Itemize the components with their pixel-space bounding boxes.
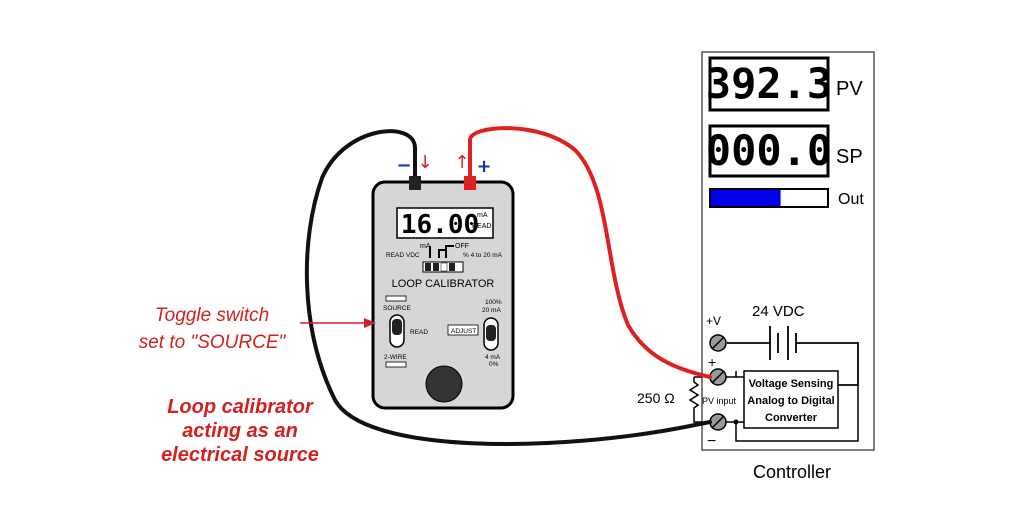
range-top-ma-label: 20 mA	[482, 307, 501, 314]
read-label: READ	[410, 329, 428, 336]
calibrator-mode: READ	[472, 223, 491, 230]
range-top-label: 100%	[485, 299, 502, 306]
plus-v-label: +V	[706, 314, 721, 328]
range-bottom-label: 0%	[489, 361, 499, 368]
source-annotation-line-2: acting as an	[182, 420, 298, 442]
minus-label: −	[707, 433, 716, 450]
adc-line-2: Analog to Digital	[747, 395, 834, 407]
toggle-annotation-line-2: set to "SOURCE"	[139, 332, 287, 353]
resistor-label: 250 Ω	[637, 390, 675, 406]
pv-display	[708, 56, 830, 112]
source-annotation-line-1: Loop calibrator	[167, 396, 314, 418]
pv-label: PV	[836, 78, 863, 100]
controller-caption: Controller	[753, 462, 831, 482]
current-up-arrow: ↑	[454, 152, 469, 173]
sp-label: SP	[836, 146, 863, 168]
source-label: SOURCE	[383, 305, 411, 312]
calibrator-unit: mA	[477, 212, 488, 219]
sp-display	[708, 124, 830, 178]
adjust-box	[447, 324, 479, 336]
two-wire-indicator	[385, 361, 407, 368]
supply-label: 24 VDC	[752, 303, 805, 320]
toggle-annotation-line-1: Toggle switch	[155, 305, 269, 326]
calibrator-display	[396, 207, 494, 239]
source-annotation-line-3: electrical source	[161, 444, 319, 466]
adjust-knob[interactable]	[425, 365, 463, 403]
adjust-switch[interactable]	[483, 317, 499, 351]
range-bottom-ma-label: 4 mA	[485, 354, 501, 361]
plus-label: +	[708, 354, 716, 370]
supply-wiring	[727, 326, 859, 386]
annotation-arrow	[300, 318, 376, 328]
negative-sign: −	[396, 155, 411, 176]
current-down-arrow: ↓	[417, 152, 432, 173]
adjust-label: ADJUST	[451, 328, 476, 335]
positive-terminal	[464, 176, 476, 190]
calibrator-title: LOOP CALIBRATOR	[392, 278, 495, 290]
mode-selector-switch[interactable]	[422, 261, 464, 273]
junction-dot	[733, 419, 739, 425]
mode-off-label: OFF	[455, 243, 469, 250]
terminal-minus	[709, 413, 727, 431]
black-wire	[304, 129, 712, 446]
source-read-toggle[interactable]	[389, 314, 405, 348]
positive-sign: +	[476, 156, 491, 177]
pv-value: 392.3	[706, 59, 832, 108]
terminal-plus	[709, 368, 727, 386]
mode-ma-label: mA	[420, 243, 431, 250]
adc-box	[743, 370, 839, 429]
adc-line-3: Converter	[765, 412, 818, 424]
pv-input-label: PV input	[702, 396, 737, 406]
sp-value: 000.0	[706, 126, 832, 175]
red-wire	[468, 126, 712, 379]
adc-line-1: Voltage Sensing	[749, 378, 834, 390]
source-indicator	[385, 295, 407, 302]
resistor-symbol	[688, 376, 710, 423]
mode-read-vdc-label: READ VDC	[386, 252, 420, 259]
calibrator-value: 16.00	[401, 210, 479, 240]
out-bar-fill	[711, 190, 781, 206]
two-wire-label: 2-WIRE	[384, 354, 407, 361]
out-label: Out	[838, 191, 864, 208]
mode-percent-label: % 4 to 20 mA	[463, 252, 503, 259]
terminal-plus-v	[709, 334, 727, 352]
mode-selector-lines	[429, 245, 454, 258]
negative-terminal	[409, 176, 421, 190]
